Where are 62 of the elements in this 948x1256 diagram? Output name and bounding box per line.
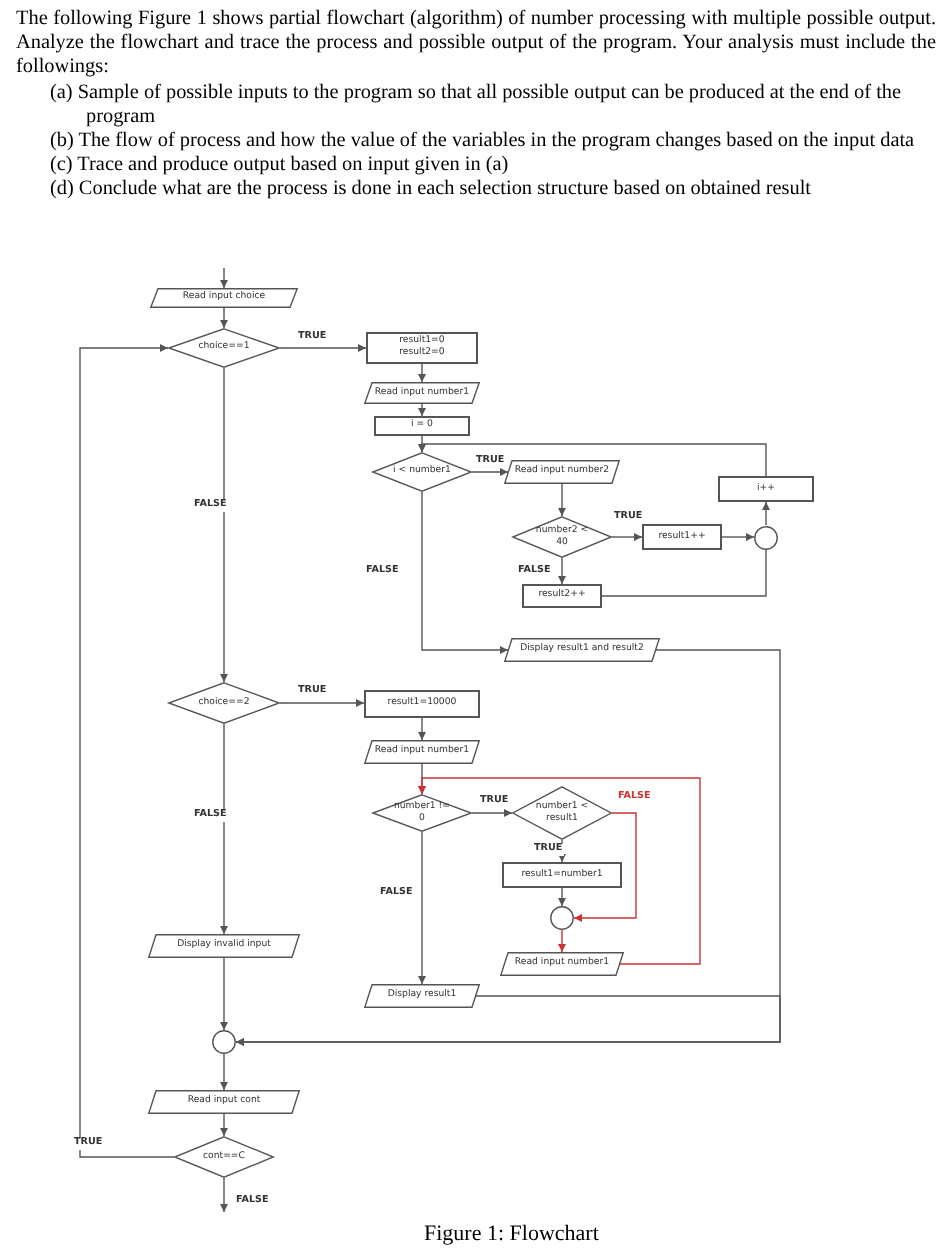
process-box: [718, 476, 814, 502]
flow-arrow: [558, 557, 566, 585]
flow-arrow: [611, 533, 643, 541]
flow-arrow: [418, 831, 426, 985]
flow-arrow: [220, 307, 228, 329]
process-box: [502, 862, 622, 888]
flow-arrow: [471, 468, 509, 476]
decision-diamond: [174, 1136, 274, 1178]
connector-circle: [212, 1030, 236, 1054]
task-item: (c) Trace and produce output based on input given in (a): [48, 154, 511, 179]
flow-arrow: [558, 929, 566, 953]
io-parallelogram: [504, 460, 620, 484]
decision-diamond: [512, 786, 612, 840]
connector-circle: [754, 525, 778, 549]
flow-arrow: [220, 1053, 228, 1091]
flow-arrow: [558, 887, 566, 907]
flow-arrow: [418, 443, 767, 477]
flow-arrow: [418, 777, 701, 965]
process-box: [364, 689, 480, 717]
decision-diamond: [168, 328, 280, 368]
process-box: [366, 332, 478, 364]
flow-arrow: [573, 812, 637, 922]
process-box: [522, 584, 602, 608]
io-parallelogram: [500, 952, 624, 976]
io-parallelogram: [364, 740, 480, 764]
process-box: [642, 524, 722, 550]
figure-caption: Figure 1: Flowchart: [424, 1222, 599, 1248]
task-item: (a) Sample of possible inputs to the program so that all possible output can be produced at the end of the program: [48, 81, 904, 131]
flow-arrow: [471, 809, 513, 817]
flow-arrow: [418, 363, 426, 383]
io-parallelogram: [364, 382, 480, 404]
io-parallelogram: [148, 934, 300, 958]
flow-arrow: [235, 995, 781, 1046]
decision-diamond: [512, 516, 612, 558]
intro-paragraph: The following Figure 1 shows partial flowchart (algorithm) of number processing with multiple possible output. Analyze the flowchart and trace the process and possible output of the program. Your analysis must include the followings:: [16, 8, 936, 82]
io-parallelogram: [150, 288, 298, 308]
decision-diamond: [372, 452, 472, 492]
flow-arrow: [558, 483, 566, 517]
flow-arrow: [220, 267, 228, 289]
io-parallelogram: [148, 1090, 300, 1114]
flow-arrow: [762, 501, 770, 526]
process-box: [374, 416, 470, 436]
decision-diamond: [372, 794, 472, 832]
flow-arrow: [220, 1113, 228, 1137]
decision-diamond: [168, 682, 280, 724]
flow-arrow: [418, 716, 426, 741]
io-parallelogram: [364, 984, 480, 1008]
flow-arrow: [418, 403, 426, 417]
flow-arrow: [220, 1177, 228, 1213]
flow-arrow: [421, 491, 509, 654]
flow-arrow: [220, 957, 228, 1031]
task-item: (b) The flow of process and how the value of the variables in the program changes based on the input data: [48, 130, 917, 155]
connector-circle: [550, 906, 574, 930]
flow-arrow: [279, 699, 365, 707]
flow-arrow: [220, 723, 228, 935]
io-parallelogram: [504, 638, 660, 662]
flow-arrow: [721, 533, 755, 541]
task-item: (d) Conclude what are the process is done in each selection structure based on obtained result: [48, 178, 813, 204]
flow-arrow: [79, 344, 175, 1158]
flow-arrow: [558, 839, 566, 863]
flow-arrow: [220, 367, 228, 683]
flow-arrow: [279, 344, 367, 352]
